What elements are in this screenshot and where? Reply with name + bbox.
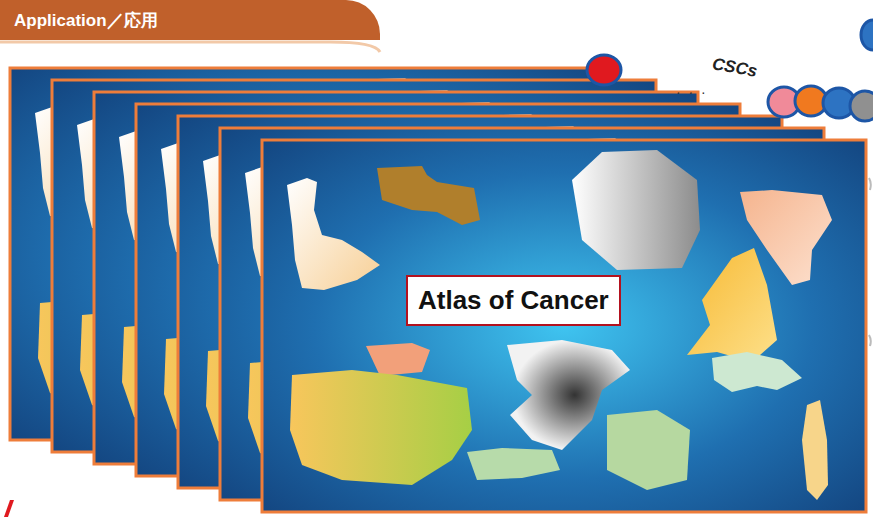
map-regions <box>287 150 832 500</box>
section-tab: Application／応用 <box>0 0 380 40</box>
node-text: Atlas of Cancer <box>418 285 609 315</box>
slide-frame <box>262 140 866 512</box>
title-box: Atlas of Cancer <box>406 275 621 326</box>
csc-label: CSCs <box>711 54 759 82</box>
ellipsis: · · · <box>676 84 708 100</box>
slide-card <box>262 140 866 512</box>
node-text: Application／応用 <box>14 9 158 32</box>
